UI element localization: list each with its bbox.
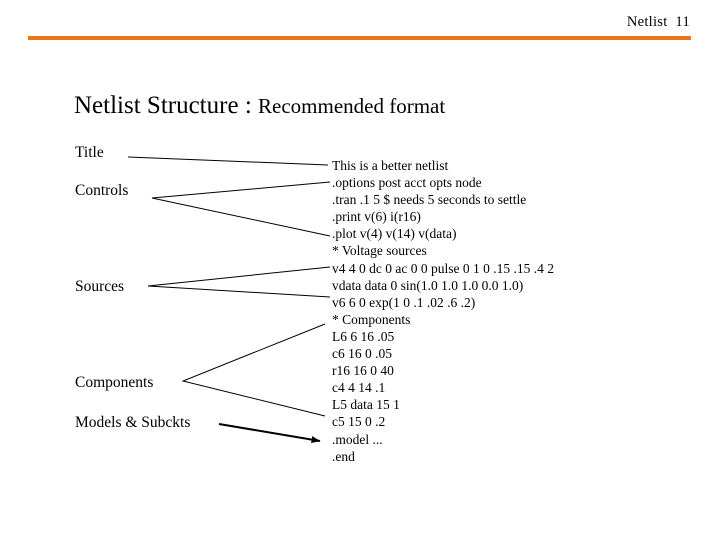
netlist-code-line: This is a better netlist [332, 158, 449, 173]
netlist-code-line: v6 6 0 exp(1 0 .1 .02 .6 .2) [332, 294, 476, 310]
page-title-main: Netlist Structure [74, 92, 245, 119]
netlist-code-line: L5 data 15 1 [332, 397, 400, 413]
page-title: Netlist Structure : Recommended format [58, 74, 445, 138]
page-title-separator: : [244, 92, 259, 119]
connector-line-title [127, 156, 329, 166]
category-label-sources: Sources [75, 278, 125, 295]
netlist-code-line: c6 16 0 .05 [332, 346, 392, 362]
category-label-controls: Controls [75, 182, 129, 199]
slide-header-label: Netlist 11 [626, 14, 690, 30]
netlist-code-line: .print v(6) i(r16) [332, 209, 421, 225]
category-label-title: Title [75, 144, 104, 161]
netlist-code-line: .end [332, 448, 355, 464]
netlist-code-line: .options post acct opts node [332, 175, 482, 191]
netlist-code-line: .model ... [332, 431, 383, 447]
netlist-code-line: c5 15 0 .2 [332, 414, 386, 430]
netlist-code-block: This is a better netlist .options post ac… [332, 157, 554, 465]
netlist-code-line: * Voltage sources [332, 243, 427, 259]
page-title-sub: Recommended format [258, 94, 446, 118]
netlist-code-line: * Components [332, 311, 411, 327]
netlist-code-line: .tran .1 5 $ needs 5 seconds to settle [332, 192, 527, 208]
connector-bracket-sources [147, 266, 331, 298]
header-divider-rule [28, 36, 691, 40]
netlist-code-line: L6 6 16 .05 [332, 328, 395, 344]
connector-bracket-components [181, 323, 326, 417]
connector-arrow-models-subckts [218, 423, 321, 444]
netlist-code-line: r16 16 0 40 [332, 363, 394, 379]
netlist-code-line: c4 4 14 .1 [332, 380, 386, 396]
category-label-models-subckts: Models & Subckts [75, 414, 191, 431]
netlist-code-line: v4 4 0 dc 0 ac 0 0 pulse 0 1 0 .15 .15 .… [332, 260, 554, 276]
connector-bracket-controls [151, 181, 331, 237]
category-label-components: Components [75, 374, 154, 391]
netlist-code-line: vdata data 0 sin(1.0 1.0 1.0 0.0 1.0) [332, 277, 524, 293]
netlist-code-line: .plot v(4) v(14) v(data) [332, 226, 457, 242]
